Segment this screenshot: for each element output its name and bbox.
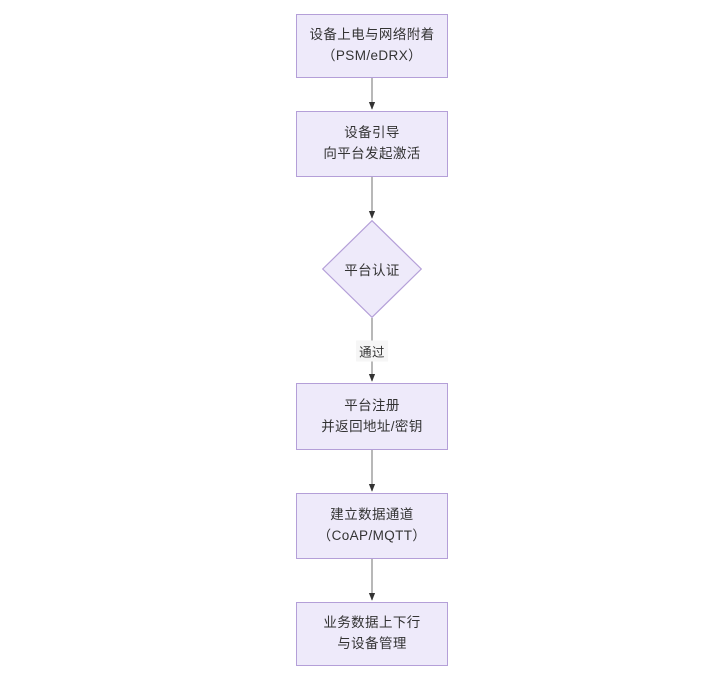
node-platform-register-line-1: 平台注册 xyxy=(344,397,400,413)
node-platform-register[interactable]: 平台注册 并返回地址/密钥 xyxy=(296,383,448,450)
node-business-data-line-1: 业务数据上下行 xyxy=(323,615,421,631)
node-platform-auth-label: 平台认证 xyxy=(344,263,400,278)
edge-label-pass: 通过 xyxy=(356,340,388,362)
diamond-shape xyxy=(322,220,422,318)
node-bootstrap[interactable]: 设备引导 向平台发起激活 xyxy=(296,111,448,177)
node-power-on-line-1: 设备上电与网络附着 xyxy=(309,27,435,43)
node-platform-auth[interactable]: 平台认证 xyxy=(322,220,422,318)
node-business-data[interactable]: 业务数据上下行 与设备管理 xyxy=(296,602,448,666)
node-bootstrap-line-1: 设备引导 xyxy=(344,125,400,141)
node-data-channel-line-2: （CoAP/MQTT） xyxy=(317,528,427,543)
node-power-on[interactable]: 设备上电与网络附着 （PSM/eDRX） xyxy=(296,14,448,78)
node-data-channel[interactable]: 建立数据通道 （CoAP/MQTT） xyxy=(296,493,448,559)
node-bootstrap-line-2: 向平台发起激活 xyxy=(323,146,421,161)
node-platform-register-line-2: 并返回地址/密钥 xyxy=(321,418,423,434)
node-business-data-line-2: 与设备管理 xyxy=(337,636,407,651)
node-power-on-line-2: （PSM/eDRX） xyxy=(321,48,423,63)
node-data-channel-line-1: 建立数据通道 xyxy=(330,507,414,523)
